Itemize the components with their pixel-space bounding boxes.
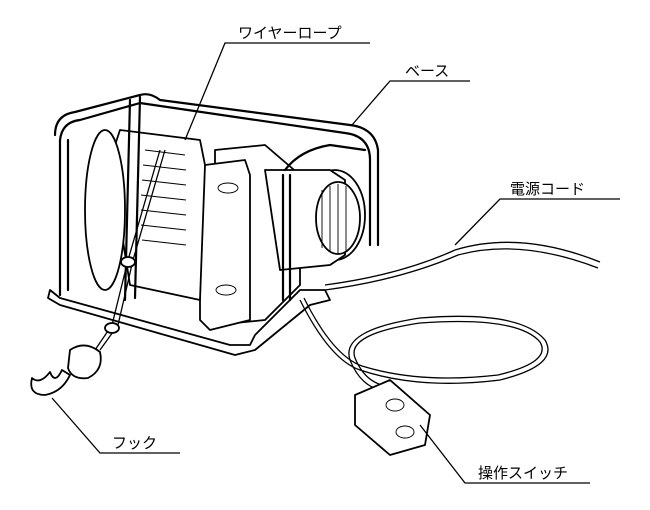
hook	[30, 344, 102, 396]
leader-wire-rope	[184, 42, 370, 141]
leader-operation-switch	[419, 424, 590, 484]
leader-hook	[51, 397, 180, 454]
motor-housing	[199, 144, 366, 331]
leader-base	[351, 80, 470, 126]
label-base: ベース	[405, 62, 449, 80]
label-hook: フック	[112, 434, 157, 452]
operation-switch-body	[354, 379, 431, 456]
label-wire-rope: ワイヤーロープ	[238, 24, 342, 42]
switch-cable	[299, 297, 549, 391]
leader-power-cord	[454, 198, 620, 246]
power-cord	[324, 241, 601, 291]
base-plate	[47, 289, 331, 356]
label-operation-switch: 操作スイッチ	[478, 464, 568, 482]
label-power-cord: 電源コード	[510, 180, 585, 198]
wire-drum	[84, 129, 206, 301]
wire-rope	[94, 149, 166, 351]
